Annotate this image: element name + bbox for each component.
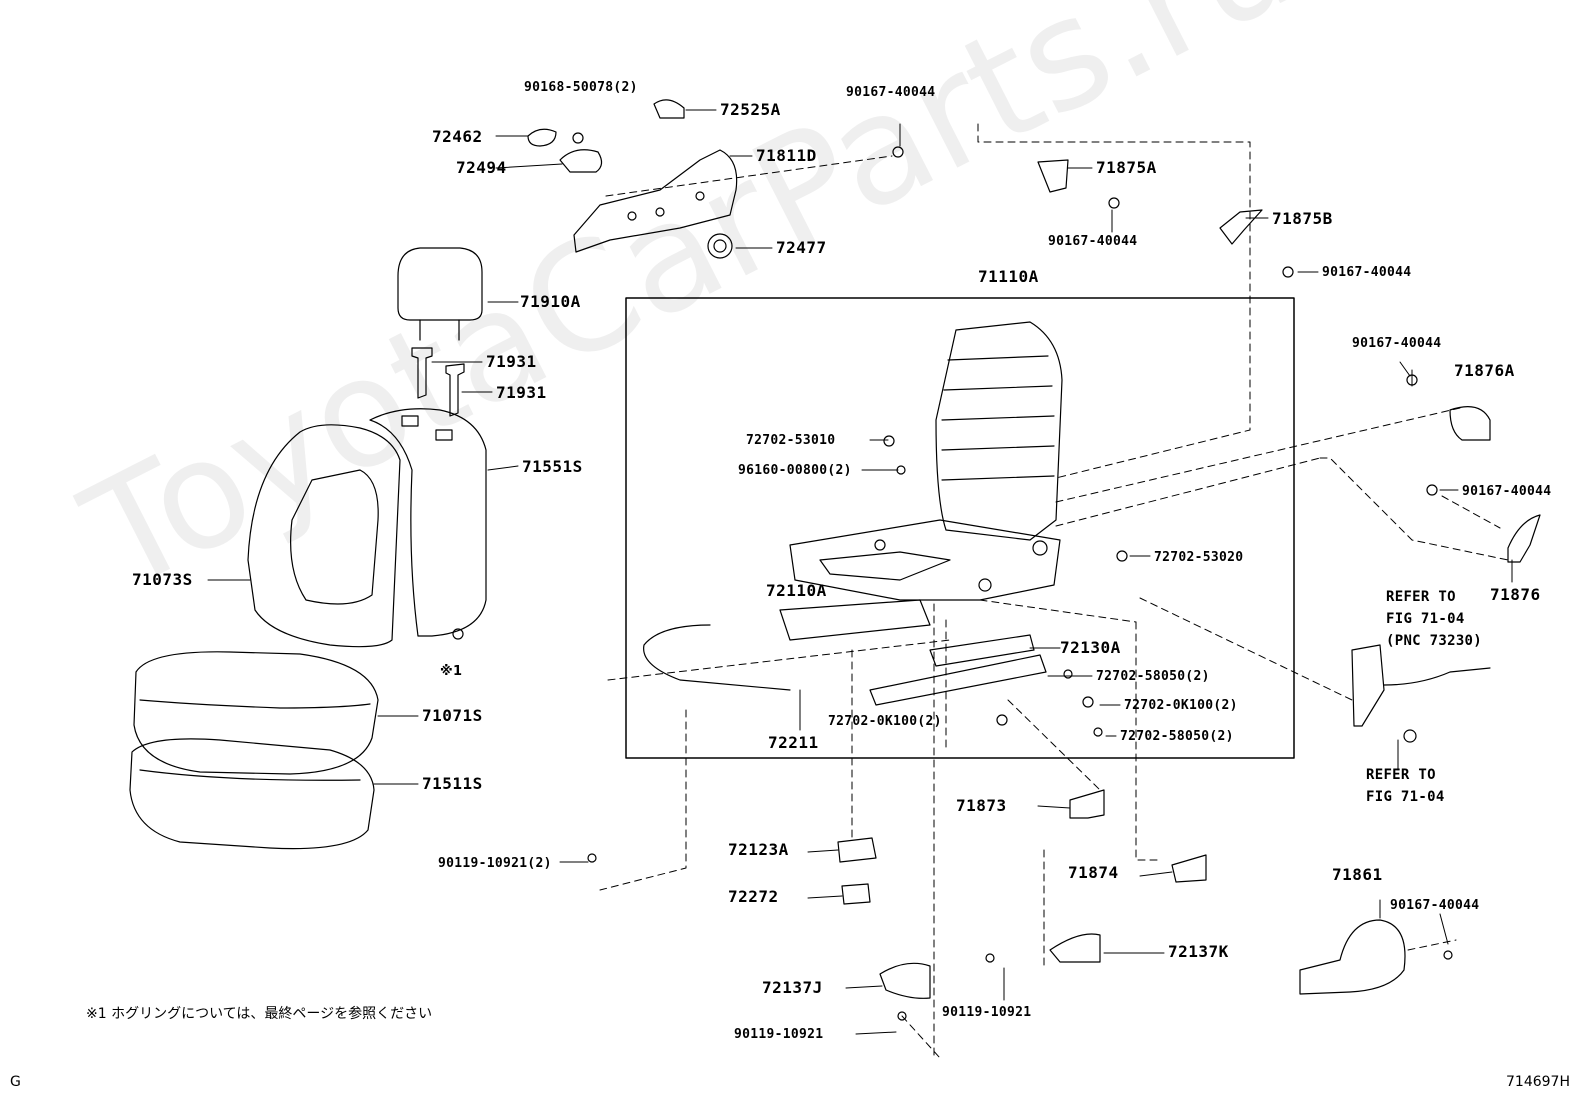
footnote: ※1 ホグリングについては、最終ページを参照ください: [86, 1006, 433, 1022]
cover-72137K: [1049, 933, 1101, 963]
label-72702-53010: 72702-53010: [746, 433, 836, 448]
belt-buckle: [1351, 644, 1385, 727]
label-72130A: 72130A: [1060, 638, 1121, 657]
label-71876: 71876: [1490, 585, 1541, 604]
label-90167-40044-a: 90167-40044: [846, 85, 936, 100]
label-72123A: 72123A: [728, 840, 789, 859]
seat-frame-part: [789, 321, 1063, 601]
bracket-71875B: [1219, 209, 1263, 245]
label-72494: 72494: [456, 158, 507, 177]
label-71873: 71873: [956, 796, 1007, 815]
seat-cushion-pad-part: [129, 738, 375, 850]
label-72702-58050-b: 72702-58050(2): [1120, 729, 1234, 744]
label-90119-10921-c: 90119-10921: [734, 1027, 824, 1042]
label-note-1: ※1: [440, 664, 463, 679]
label-72462: 72462: [432, 127, 483, 146]
seatback-pad-part: [369, 408, 487, 640]
clip-72477: [707, 233, 733, 259]
label-90168-50078: 90168-50078(2): [524, 80, 638, 95]
label-72137K: 72137K: [1168, 942, 1229, 961]
label-72525A: 72525A: [720, 100, 781, 119]
headrest-part: [397, 247, 483, 341]
bracket-71873: [1069, 789, 1105, 819]
wire-72211: [643, 624, 791, 691]
cover-72525A: [653, 99, 685, 119]
label-72211: 72211: [768, 733, 819, 752]
seatback-cover-part: [247, 424, 401, 648]
label-71875B: 71875B: [1272, 209, 1333, 228]
label-90167-40044-d: 90167-40044: [1352, 336, 1442, 351]
label-71071S: 71071S: [422, 706, 483, 725]
dashed-lines: [599, 123, 1509, 1059]
label-71811D: 71811D: [756, 146, 817, 165]
frame-box: [625, 297, 1295, 759]
bracket-72272: [841, 883, 871, 905]
seat-rail-part: [779, 599, 1047, 706]
cover-72137J: [879, 962, 931, 999]
label-72702-53020: 72702-53020: [1154, 550, 1244, 565]
label-72702-0K100-b: 72702-0K100(2): [828, 714, 942, 729]
label-71073S: 71073S: [132, 570, 193, 589]
label-refer-fig-71-04: REFER TO FIG 71-04: [1366, 767, 1445, 805]
label-72702-58050-a: 72702-58050(2): [1096, 669, 1210, 684]
seat-cushion-cover-part: [133, 651, 379, 775]
label-90119-10921-a: 90119-10921(2): [438, 856, 552, 871]
label-71875A: 71875A: [1096, 158, 1157, 177]
label-71876A: 71876A: [1454, 361, 1515, 380]
knob-72494: [559, 149, 603, 173]
label-72477: 72477: [776, 238, 827, 257]
label-90167-40044-c: 90167-40044: [1322, 265, 1412, 280]
label-96160-00800: 96160-00800(2): [738, 463, 852, 478]
label-refer-fig-71-04-pnc: REFER TO FIG 71-04 (PNC 73230): [1386, 589, 1483, 649]
cover-71861: [1299, 919, 1406, 995]
figure-id: 714697H: [1506, 1074, 1570, 1090]
bracket-71875A: [1037, 159, 1069, 193]
cap-72462: [527, 128, 557, 147]
corner-mark: G: [10, 1074, 21, 1090]
label-71110A: 71110A: [978, 267, 1039, 286]
label-72702-0K100-a: 72702-0K100(2): [1124, 698, 1238, 713]
lever-71876: [1507, 514, 1541, 563]
bracket-72123A: [837, 837, 877, 863]
label-71874: 71874: [1068, 863, 1119, 882]
label-90119-10921-b: 90119-10921: [942, 1005, 1032, 1020]
label-72110A: 72110A: [766, 581, 827, 600]
bracket-71874: [1171, 854, 1207, 883]
label-71551S: 71551S: [522, 457, 583, 476]
label-71861: 71861: [1332, 865, 1383, 884]
label-71910A: 71910A: [520, 292, 581, 311]
leader-lines: [207, 109, 1513, 1035]
label-71511S: 71511S: [422, 774, 483, 793]
label-72272: 72272: [728, 887, 779, 906]
recliner-cover-part: [573, 149, 738, 253]
label-71931-b: 71931: [496, 383, 547, 402]
label-72137J: 72137J: [762, 978, 823, 997]
headrest-support-part: [411, 347, 465, 417]
label-90167-40044-e: 90167-40044: [1462, 484, 1552, 499]
cover-71876A: [1449, 406, 1491, 441]
label-90167-40044-b: 90167-40044: [1048, 234, 1138, 249]
label-71931-a: 71931: [486, 352, 537, 371]
label-90167-40044-f: 90167-40044: [1390, 898, 1480, 913]
